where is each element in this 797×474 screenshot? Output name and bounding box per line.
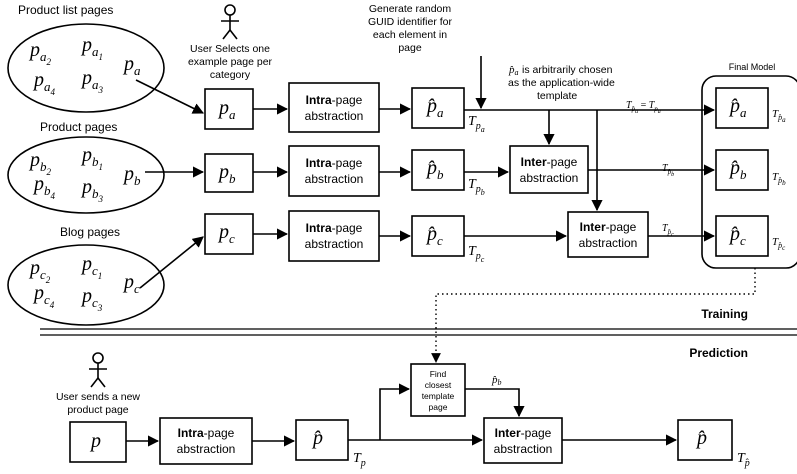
- guid-note-line4: page: [398, 42, 422, 54]
- intra-c-abstraction: abstraction: [305, 237, 364, 251]
- intra-p-bold: Intra: [178, 426, 204, 440]
- inter-box-b: [509, 145, 589, 194]
- prediction-user-icon: [89, 352, 107, 388]
- svg-text:Intra-page: Intra-page: [306, 221, 363, 235]
- intra-b-abstraction: abstraction: [305, 172, 364, 186]
- prediction-user-line1: User sends a new: [56, 391, 140, 403]
- svg-text:Inter-page: Inter-page: [495, 426, 552, 440]
- find-closest-line3: template: [422, 391, 455, 401]
- intra-box-b: [288, 145, 380, 197]
- group-title-blog: Blog pages: [60, 225, 120, 239]
- label-T-p: Tp: [353, 451, 366, 469]
- label-T-pa: Tpa: [468, 114, 485, 134]
- intra-a-bold: Intra: [306, 93, 332, 107]
- label-phat-b-prediction: p̂b: [491, 374, 502, 387]
- final-box-a: [715, 87, 769, 129]
- chosen-note-line1: is arbitrarily chosen: [522, 64, 613, 76]
- inter-b-bold: Inter: [521, 155, 547, 169]
- intra-box-a: [288, 82, 380, 133]
- product-list-group: pa2 pa1 pa4 pa3 pa: [7, 23, 165, 113]
- intra-box-prediction: [159, 417, 253, 465]
- svg-text:Intra-page: Intra-page: [178, 426, 235, 440]
- intra-b-rest: -page: [332, 156, 363, 170]
- chosen-note-line3: template: [537, 90, 577, 102]
- prediction-user-line2: product page: [67, 404, 128, 416]
- svg-text:Intra-page: Intra-page: [306, 156, 363, 170]
- intra-a-rest: -page: [332, 93, 363, 107]
- guid-note-line3: each element in: [373, 29, 447, 41]
- find-closest-line4: page: [429, 402, 448, 412]
- intra-b-bold: Intra: [306, 156, 332, 170]
- svg-text:Inter-page: Inter-page: [521, 155, 578, 169]
- group-title-product-list: Product list pages: [18, 3, 113, 17]
- intra-a-abstraction: abstraction: [305, 109, 364, 123]
- box-pb: [204, 153, 254, 193]
- inter-c-bold: Inter: [580, 220, 606, 234]
- inter-c-abstraction: abstraction: [579, 236, 638, 250]
- chosen-note-line2: as the application-wide: [508, 77, 615, 89]
- inter-b-abstraction: abstraction: [520, 171, 579, 185]
- training-user-line3: category: [210, 69, 251, 81]
- chosen-symbol: p̂a: [508, 64, 519, 77]
- find-closest-line1: Find: [430, 369, 447, 379]
- svg-text:Intra-page: Intra-page: [306, 93, 363, 107]
- training-user-line2: example page per: [188, 56, 273, 68]
- svg-text:Tp̂a = Tpa: Tp̂a = Tpa: [626, 100, 661, 115]
- svg-text:Inter-page: Inter-page: [580, 220, 637, 234]
- training-user-icon: [221, 4, 239, 40]
- find-closest-box: [410, 363, 466, 417]
- final-model-to-prediction-link: [431, 268, 756, 363]
- inter-box-prediction: [483, 417, 563, 464]
- intra-p-rest: -page: [204, 426, 235, 440]
- box-p: [69, 421, 127, 463]
- label-T-phat: Tp̂: [737, 451, 750, 469]
- prediction-label: Prediction: [689, 346, 748, 360]
- intra-c-rest: -page: [332, 221, 363, 235]
- label-phat: p̂: [311, 427, 323, 449]
- find-closest-line2: closest: [425, 380, 452, 390]
- inter-p-bold: Inter: [495, 426, 521, 440]
- blog-group: pc2 pc1 pc4 pc3 pc: [7, 244, 165, 326]
- box-phat: [295, 419, 349, 461]
- box-phat-a: [411, 87, 465, 129]
- intra-c-bold: Intra: [306, 221, 332, 235]
- label-T-pb: Tpb: [468, 177, 485, 197]
- final-box-c: [715, 215, 769, 257]
- label-phat-result: p̂: [695, 427, 707, 449]
- final-model-label: Final Model: [729, 62, 776, 72]
- intra-box-c: [288, 210, 380, 262]
- training-user-line1: User Selects one: [190, 43, 270, 55]
- box-phat-result: [677, 419, 733, 461]
- box-pc: [204, 213, 254, 255]
- inter-p-abstraction: abstraction: [494, 442, 553, 456]
- guid-note-line1: Generate random: [369, 3, 452, 15]
- inter-c-rest: -page: [606, 220, 637, 234]
- label-T-pc: Tpc: [468, 244, 485, 264]
- inter-p-rest: -page: [521, 426, 552, 440]
- final-box-b: [715, 149, 769, 191]
- training-label: Training: [701, 307, 748, 321]
- product-group: pb2 pb1 pb4 pb3 pb: [7, 136, 165, 214]
- intra-p-abstraction: abstraction: [177, 442, 236, 456]
- box-phat-b: [411, 149, 465, 191]
- group-title-product: Product pages: [40, 120, 117, 134]
- guid-note-line2: GUID identifier for: [368, 16, 453, 28]
- inter-box-c: [567, 211, 649, 258]
- box-phat-c: [411, 215, 465, 257]
- inter-b-rest: -page: [547, 155, 578, 169]
- label-p: p: [89, 430, 101, 452]
